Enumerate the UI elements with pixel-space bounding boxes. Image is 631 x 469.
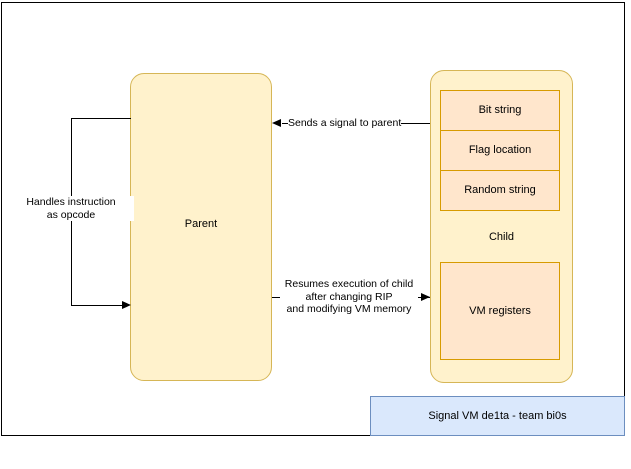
self-loop-edge-top-segment xyxy=(71,118,131,120)
child-component-bit-string-label: Bit string xyxy=(478,104,522,116)
self-loop-edge-bottom-segment xyxy=(71,305,124,307)
self-loop-edge-label-line2: as opcode xyxy=(46,208,96,221)
child-label: Child xyxy=(488,231,515,243)
parent-to-child-edge-label-line3: and modifying VM memory xyxy=(286,303,412,315)
parent-to-child-edge-label-line1: Resumes execution of child xyxy=(284,278,414,290)
self-loop-edge-label: Handles instruction as opcode xyxy=(8,196,134,221)
child-component-flag-location-label: Flag location xyxy=(468,144,532,156)
child-to-parent-arrowhead-icon xyxy=(272,119,281,127)
child-component-vm-registers-label: VM registers xyxy=(469,304,531,317)
parent-to-child-edge-label-line2: after changing RIP xyxy=(305,290,393,303)
parent-label: Parent xyxy=(184,218,218,230)
page-border xyxy=(1,2,625,436)
legend-title-text: Signal VM de1ta - team bi0s xyxy=(428,410,567,422)
self-loop-arrowhead-icon xyxy=(122,301,131,309)
parent-to-child-edge-label: Resumes execution of child after changin… xyxy=(280,278,418,316)
self-loop-edge-label-line1: Handles instruction xyxy=(26,196,116,208)
child-component-vm-registers[interactable]: VM registers xyxy=(440,262,560,360)
parent-process-box[interactable] xyxy=(130,73,272,381)
legend-title-box[interactable]: Signal VM de1ta - team bi0s xyxy=(370,396,625,436)
child-component-random-string[interactable]: Random string xyxy=(440,170,560,211)
parent-to-child-arrowhead-icon xyxy=(421,293,430,301)
child-component-bit-string[interactable]: Bit string xyxy=(440,90,560,131)
child-to-parent-edge-label: Sends a signal to parent xyxy=(288,117,402,130)
parent-to-child-edge-line-left xyxy=(272,297,284,299)
child-component-random-string-label: Random string xyxy=(464,184,536,196)
child-component-flag-location[interactable]: Flag location xyxy=(440,130,560,171)
